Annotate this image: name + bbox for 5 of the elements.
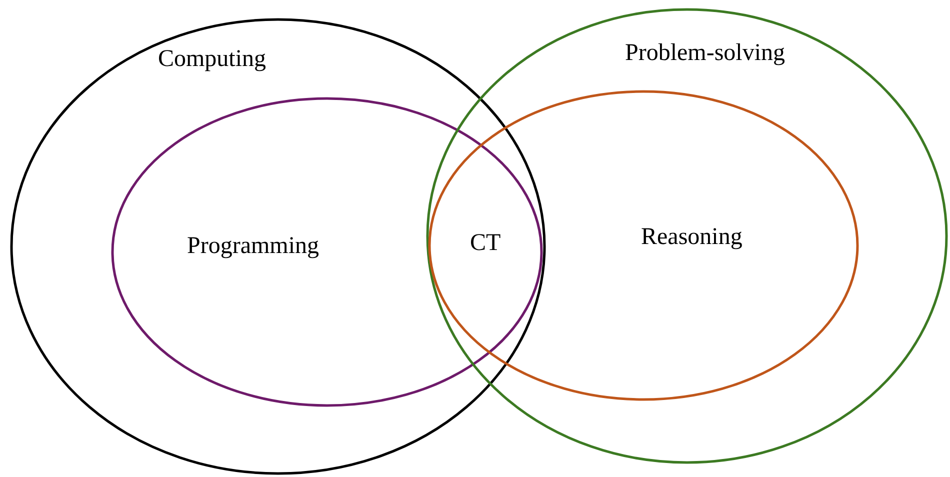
set-label: Problem-solving — [625, 40, 785, 66]
intersection-label: CT — [470, 230, 501, 256]
set-label: Computing — [158, 46, 266, 72]
set-label: Reasoning — [641, 224, 742, 250]
set-label: Programming — [187, 233, 319, 260]
